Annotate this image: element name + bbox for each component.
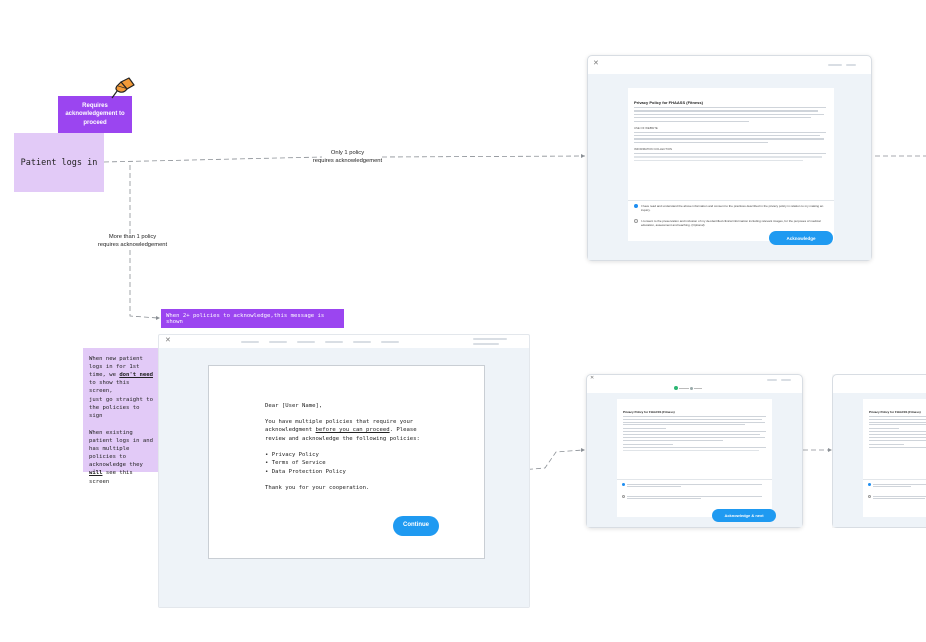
close-icon[interactable]: ✕	[590, 375, 595, 381]
requires-acknowledgement-note: Requires acknowledgement to proceed	[58, 96, 132, 133]
message-body: You have multiple policies that require …	[265, 418, 420, 442]
screen-body: Privacy Policy for FHAASS (Fitness)	[587, 393, 802, 527]
start-node-patient-logs-in: Patient logs in	[14, 133, 104, 192]
nav-dash	[781, 379, 791, 381]
nav-dash	[846, 64, 856, 66]
section-heading: USE OF WEBSITE	[634, 125, 658, 130]
message-screen: ✕ Dear [User Name], You have multiple po…	[158, 334, 530, 608]
policy-list-item: • Data Protection Policy	[265, 468, 346, 475]
single-policy-screen: ✕ Privacy Policy for FHAASS (Fitness) US…	[587, 55, 872, 261]
policy-title: Privacy Policy for FHAASS (Fitness)	[869, 410, 921, 414]
close-icon[interactable]: ✕	[165, 337, 171, 344]
edge-label-many-policies: More than 1 policy requires acknowledgem…	[97, 234, 168, 248]
section-heading: INFORMATION COLLECTION	[634, 147, 673, 151]
connector-many-policies-2	[129, 250, 159, 319]
nav-dash	[473, 338, 507, 340]
consent-row[interactable]: I have read and understand the above inf…	[634, 204, 828, 212]
policy-list-item: • Terms of Service	[265, 460, 326, 467]
nav-dash	[473, 343, 499, 345]
consent-lines	[873, 483, 926, 487]
side-note-para-2: When existing patient logs in and has mu…	[89, 429, 153, 485]
policy-text-block: USE OF WEBSITE INFORMATION COLLECTION	[634, 107, 826, 163]
nav-dash	[828, 64, 842, 66]
message-card: Dear [User Name], You have multiple poli…	[208, 365, 485, 559]
message-text: Dear [User Name], You have multiple poli…	[265, 402, 435, 492]
arrowhead-multi2	[828, 448, 832, 452]
consent-text: I consent to the preservation and inclus…	[641, 219, 821, 228]
side-note: When new patient logs in for 1st time, w…	[83, 348, 161, 485]
radio-unchecked[interactable]	[634, 219, 638, 223]
pushpin-icon	[111, 77, 135, 99]
policy-document: Privacy Policy for FHAASS (Fitness)	[863, 399, 926, 517]
arrowhead-banner	[156, 316, 160, 320]
policy-document: Privacy Policy for FHAASS (Fitness)	[617, 399, 772, 517]
consent-row-optional[interactable]: I consent to the preservation and inclus…	[634, 219, 828, 227]
connector-one-policy	[103, 156, 323, 163]
greeting: Dear [User Name],	[265, 403, 323, 409]
consent-lines	[627, 495, 762, 499]
radio-checked[interactable]	[868, 483, 871, 486]
nav-dash	[381, 341, 399, 343]
policy-text-block	[869, 416, 926, 450]
close-icon[interactable]: ✕	[593, 60, 599, 67]
multi-policy-screen-2: Privacy Policy for FHAASS (Fitness)	[832, 374, 926, 528]
multi-policy-screen-1: ✕ Privacy Policy for FHAASS (Fitness)	[586, 374, 803, 528]
nav-dash	[241, 341, 259, 343]
connector-message-to-multi	[519, 449, 584, 471]
nav-dash	[353, 341, 371, 343]
arrowhead-multi	[581, 448, 585, 452]
multi-policy-screen-2-clip: Privacy Policy for FHAASS (Fitness)	[832, 374, 926, 528]
acknowledge-button[interactable]: Acknowledge	[769, 231, 833, 245]
consent-lines	[627, 483, 762, 487]
thanks-text: Thank you for your cooperation.	[265, 484, 370, 491]
arrowhead-single	[581, 154, 585, 158]
radio-unchecked[interactable]	[868, 495, 871, 498]
radio-checked[interactable]	[622, 483, 625, 486]
policy-title: Privacy Policy for FHAASS (Fitness)	[634, 100, 703, 105]
radio-unchecked[interactable]	[622, 495, 625, 498]
radio-checked[interactable]	[634, 204, 638, 208]
acknowledge-next-button[interactable]: Acknowledge & next	[712, 509, 776, 522]
continue-button[interactable]: Continue	[393, 516, 439, 536]
screen-body: Privacy Policy for FHAASS (Fitness)	[833, 393, 926, 527]
multi-policy-banner: When 2+ policies to acknowledge,this mes…	[161, 309, 344, 328]
progress-stepper	[674, 386, 714, 390]
policy-title: Privacy Policy for FHAASS (Fitness)	[623, 410, 675, 414]
nav-dash	[767, 379, 777, 381]
nav-dash	[325, 341, 343, 343]
side-note-para-1: When new patient logs in for 1st time, w…	[89, 356, 153, 419]
policy-list-item: • Privacy Policy	[265, 451, 319, 458]
edge-label-one-policy: Only 1 policy requires acknowledgement	[312, 150, 383, 164]
policy-text-block	[623, 416, 766, 452]
screen-body: Privacy Policy for FHAASS (Fitness) USE …	[588, 74, 871, 260]
policy-document: Privacy Policy for FHAASS (Fitness) USE …	[628, 88, 834, 241]
nav-dash	[269, 341, 287, 343]
consent-lines	[873, 495, 926, 499]
nav-dash	[297, 341, 315, 343]
connector-one-policy-2	[381, 155, 586, 158]
consent-text: I have read and understand the above inf…	[641, 204, 824, 213]
